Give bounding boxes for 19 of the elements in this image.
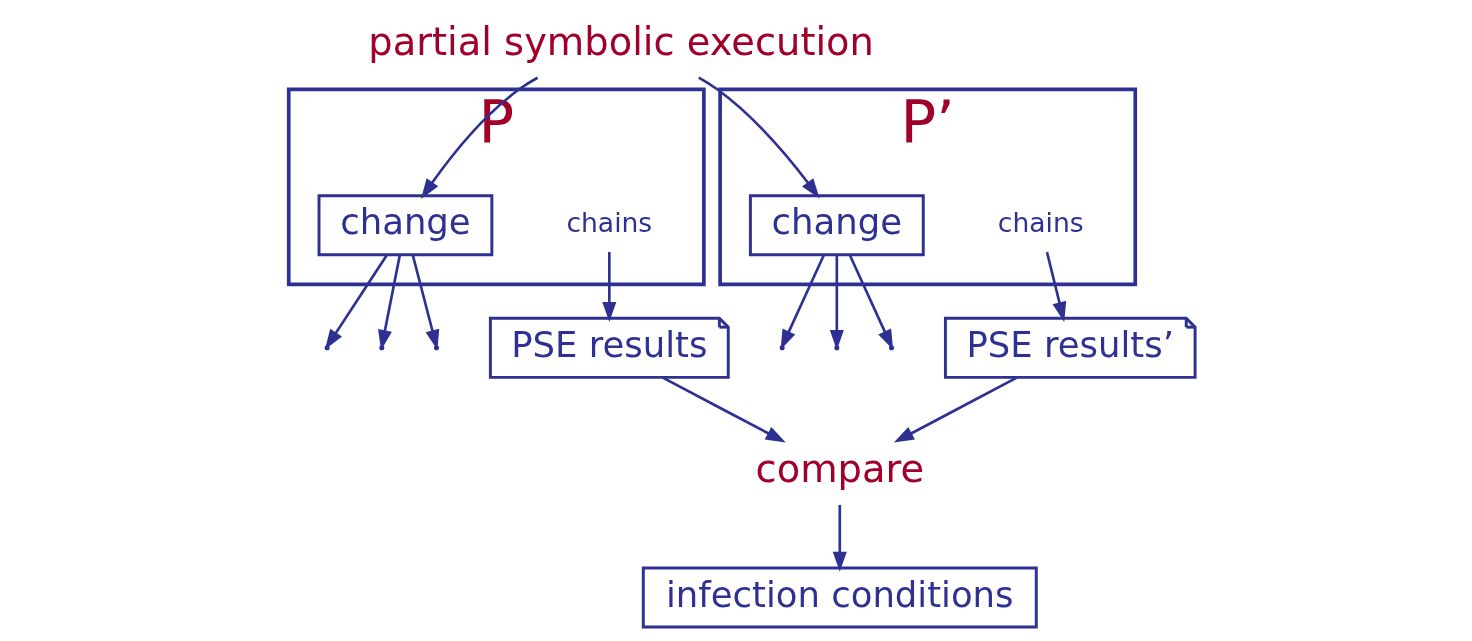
node-text: compare [755,445,925,491]
node-box: change [748,194,925,257]
arrow [602,252,617,323]
node-text: chains [997,206,1084,238]
node-box: change [317,194,494,257]
node-text: chains [566,206,653,238]
node-text: partial symbolic execution [368,19,874,65]
arrow [411,254,440,351]
arrow [1045,251,1067,322]
arrow [325,254,388,350]
arrow [378,254,402,351]
arrow [780,254,826,350]
arrow [893,376,1018,443]
arrow [420,76,539,199]
arrow [832,504,847,572]
node-box: infection conditions [641,566,1038,629]
arrow [662,376,786,443]
arrow [829,255,844,351]
arrow [848,254,894,350]
